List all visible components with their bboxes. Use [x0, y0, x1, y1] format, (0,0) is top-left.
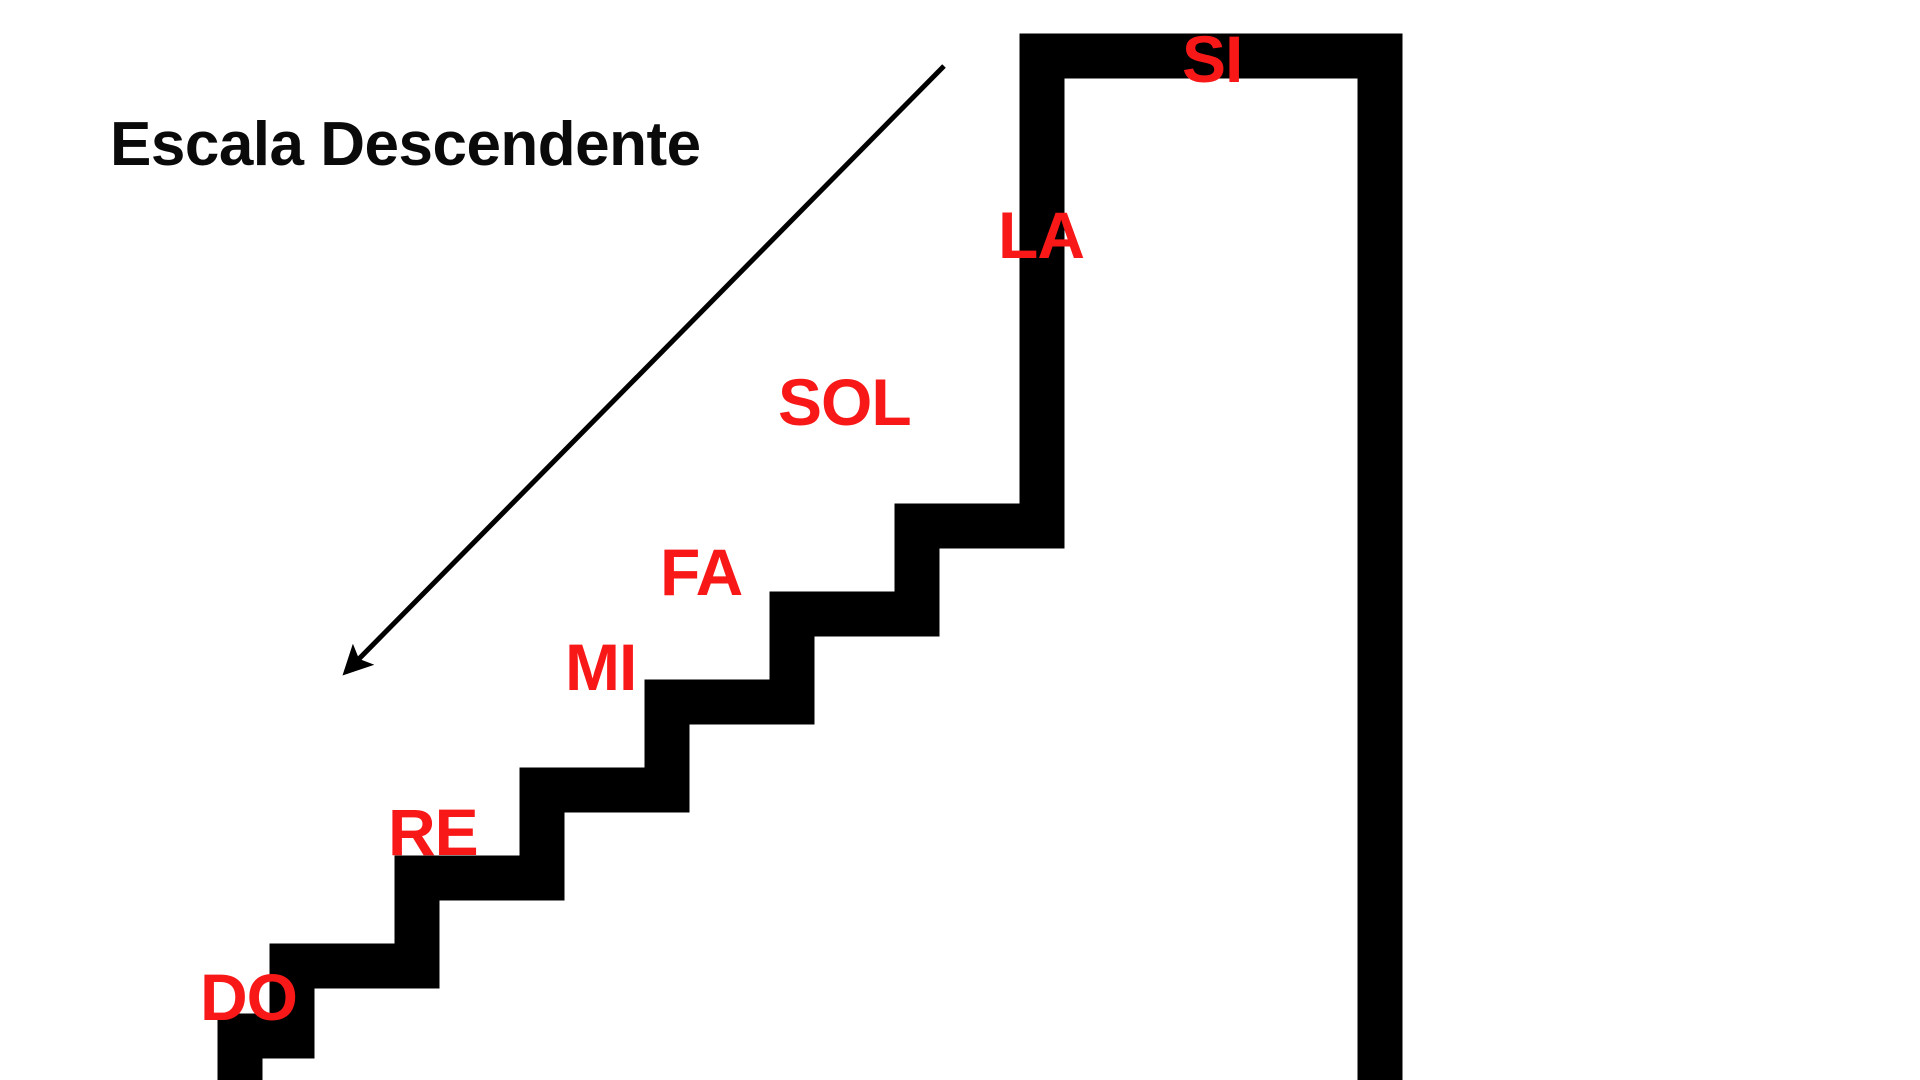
note-label-si: SI [1182, 22, 1242, 96]
note-label-sol: SOL [778, 365, 911, 439]
descending-direction-arrow [342, 64, 946, 676]
note-label-la: LA [998, 198, 1084, 272]
note-label-mi: MI [565, 630, 636, 704]
note-label-re: RE [388, 795, 478, 869]
note-label-fa: FA [660, 535, 742, 609]
staircase-outline [217, 33, 1403, 1080]
page-title: Escala Descendente [110, 110, 701, 179]
note-label-do: DO [200, 960, 297, 1034]
